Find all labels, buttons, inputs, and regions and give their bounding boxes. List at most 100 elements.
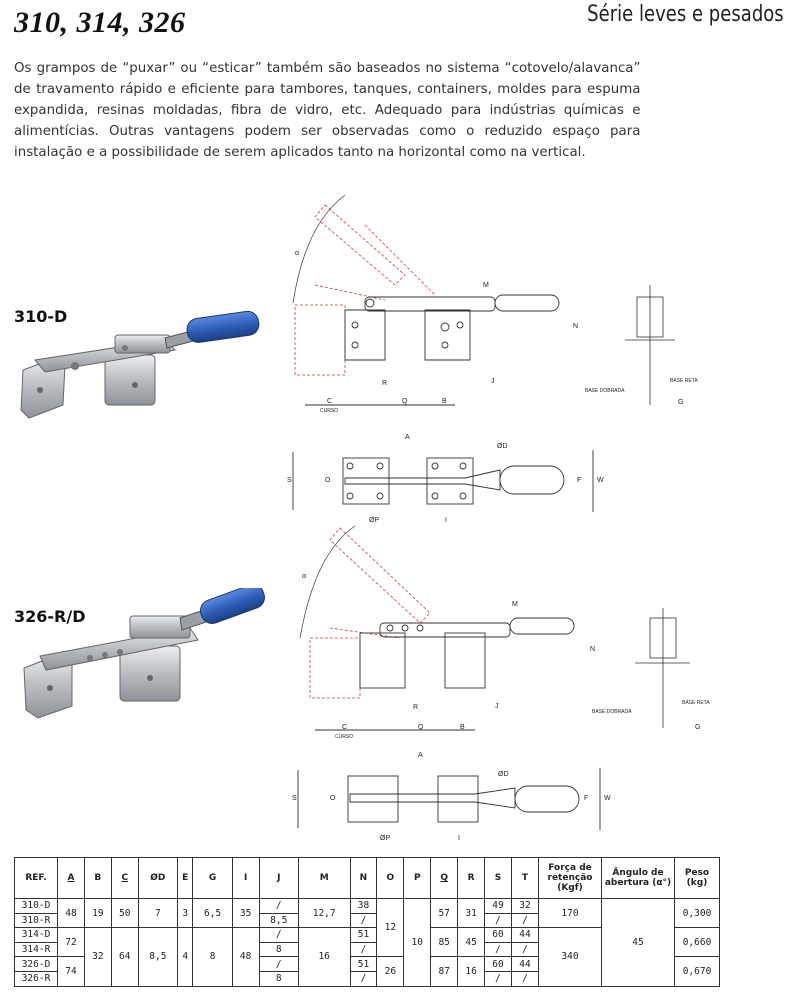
dim-d-2: ØD [498,771,509,778]
cell: / [349,970,378,987]
cell: 87 [430,956,459,987]
clamp-photo-310d [20,310,260,419]
cell: 51 [349,956,378,972]
dim-d: ØD [497,443,508,450]
col-b: B [83,857,112,899]
product-description: Os grampos de “puxar” ou “esticar” també… [14,60,641,160]
cell: / [484,912,512,929]
dim-w-2: W [604,795,611,802]
cell: 6,5 [192,897,233,929]
cell: / [510,970,540,987]
cell: 4 [176,927,194,987]
cell: 310-D [14,898,58,914]
dim-m: M [483,282,489,289]
label-base-dobrada-2: BASE DOBRADA [592,709,632,715]
table-row: 310-R 8,5 / / / [14,912,720,929]
model-label-310d: 310-D [14,307,68,326]
cell: / [349,912,378,929]
technical-drawing-top-326: A ØD S O F W ØP I [292,752,611,842]
dim-g: G [678,399,683,406]
cell: 44 [510,956,540,972]
cell: 44 [510,927,540,943]
cell: / [349,941,378,958]
cell: 45 [601,898,675,987]
technical-drawing-top-310: A ØD S O F W ØP I [287,434,604,524]
label-base-dobrada: BASE DOBRADA [585,388,625,394]
cell: 3 [176,897,194,929]
cell: / [510,941,540,958]
cell: 19 [83,897,112,929]
dim-b-2: B [460,724,465,731]
cell: 326-R [14,970,58,987]
col-e: E [176,857,194,899]
cell: 60 [484,927,512,943]
dim-p: ØP [369,517,379,524]
cell: 12 [376,897,405,958]
dim-o-2: O [330,795,336,802]
dim-r-2: R [413,704,418,711]
cell: 38 [349,898,378,914]
dim-s: S [287,477,292,484]
dim-m-2: M [512,601,518,608]
technical-drawing-side-310: α M N J R C CURSO Q B E G BASE DOBRADA B… [292,194,698,414]
cell: / [258,898,299,914]
cell: 326-D [14,956,58,972]
clamp-photo-326rd [23,588,265,719]
cell: 64 [110,927,139,987]
dim-j: J [491,378,495,385]
dim-i-2: I [458,835,460,842]
dim-f: F [577,477,581,484]
table-row: 326-D 74 / 51 26 87 16 60 44 0,670 [14,956,720,987]
cell: / [484,970,512,987]
dim-q: Q [402,398,408,405]
cell: 60 [484,956,512,972]
col-j: J [258,857,299,899]
col-s: S [484,857,512,899]
cell: 0,660 [674,927,720,958]
cell: 8,5 [137,927,178,987]
col-t: T [510,857,540,899]
col-peso: Peso (kg) [674,857,720,899]
col-ref: REF. [14,857,58,899]
dim-o: O [325,477,331,484]
col-d: ØD [137,857,178,899]
page-title: 310, 314, 326 [14,6,186,39]
cell: 48 [231,927,260,987]
cell: 85 [430,927,459,958]
cell: 35 [231,897,260,929]
alpha-label-2: α [302,573,306,580]
cell: 50 [110,897,139,929]
col-r: R [457,857,486,899]
dim-a-2: A [418,752,423,759]
specification-table: REF. A B C ØD E G I J M N O P Q R S T Fo… [14,857,720,987]
cell: 170 [538,897,602,929]
model-label-326rd: 326-R/D [14,607,86,626]
dim-n-2: N [590,646,595,653]
dim-n: N [573,323,578,330]
col-g: G [192,857,233,899]
col-angulo: Ângulo de abertura (α°) [601,857,675,899]
label-base-reta-2: BASE RETA [682,700,710,706]
cell: 8 [258,941,299,958]
series-subtitle: Série leves e pesados [587,2,784,27]
cell: 31 [457,897,486,929]
cell: 74 [57,956,85,987]
cell: 16 [457,956,486,987]
cell: 72 [57,927,85,958]
dim-c-2: C [342,724,347,731]
cell: 0,300 [674,897,720,929]
cell: 0,670 [674,956,720,987]
cell: 10 [403,898,432,987]
cell: 314-D [14,927,58,943]
cell: / [258,927,299,943]
col-forca: Força de retenção (Kgf) [538,857,602,899]
col-o: O [376,857,405,899]
dim-f-2: F [584,795,588,802]
cell: 32 [510,898,540,914]
dim-c: C [327,398,332,405]
dim-curso: CURSO [320,408,338,414]
dim-i: I [445,517,447,524]
dim-a: A [405,434,410,441]
cell: 314-R [14,941,58,958]
cell: 8,5 [258,912,299,929]
